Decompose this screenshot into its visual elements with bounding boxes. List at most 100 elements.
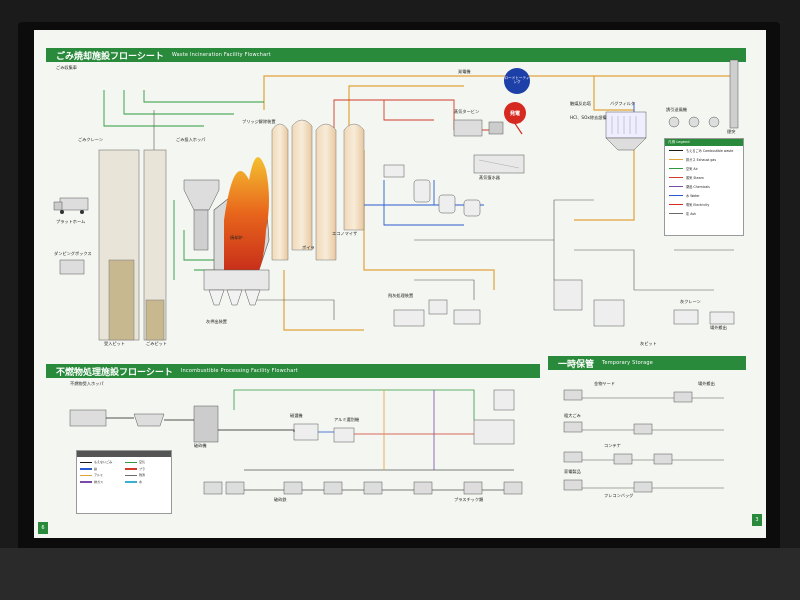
legend2-label: もえないごみ: [94, 460, 113, 465]
legend2-label: 空気: [139, 460, 146, 465]
legend2-label: アルミ: [94, 473, 103, 478]
legend-label: 水 Water: [686, 194, 700, 198]
incombustible-title-bar: 不燃物処理施設フローシート Incombustible Processing F…: [46, 364, 540, 378]
label-hopper: ごみ投入ホッパ: [176, 137, 206, 142]
legend-swatch: [669, 176, 683, 179]
steam-condenser: [473, 154, 525, 174]
label-temp-metal: 金物ヤード: [594, 381, 615, 386]
boiler-tubes: [271, 119, 365, 261]
legend2-label: 水: [139, 480, 143, 485]
label-waste-truck: ごみ収集車: [56, 65, 77, 70]
legend2-row: 残渣: [125, 472, 168, 479]
air-lines: [103, 90, 264, 280]
label-turbine: 蒸気タービン: [454, 109, 480, 114]
page-number-right: 3: [752, 514, 762, 526]
label-aluminium: アルミ選別機: [334, 417, 360, 422]
legend-incombustible: もえないごみ 空気鉄 プラアルミ 残渣排ガス 水: [76, 450, 172, 514]
legend2-swatch: [125, 468, 137, 470]
legend-incineration: 凡例 Legend もえるごみ Combustible waste 排ガス Exh…: [664, 138, 744, 236]
label-boiler: ボイラ: [302, 245, 315, 250]
label-platform: プラットホーム: [56, 219, 86, 224]
incombustible-title: 不燃物処理施設フローシート: [56, 367, 173, 378]
road-heating-badge: ロードヒーティング: [504, 68, 530, 94]
induced-fans: [668, 116, 720, 128]
bottom-bezel: [0, 548, 800, 600]
label-temp-appliance: 家電製品: [564, 469, 581, 474]
steam-turbine: [453, 111, 523, 137]
label-catalyst: 触媒反応塔: [570, 101, 591, 106]
legend-swatch: [669, 194, 683, 197]
legend-row: 排ガス Exhaust gas: [665, 155, 743, 164]
label-temp-bulk: 粗大ごみ: [564, 413, 581, 418]
chimney-stack: [729, 59, 739, 129]
waste-pit: [98, 149, 167, 341]
legend-row: 薬品 Chemicals: [665, 182, 743, 191]
incineration-title-bar: ごみ焼却施設フローシート Waste Incineration Facility…: [46, 48, 746, 62]
legend-swatch: [669, 203, 683, 206]
legend2-row: 排ガス: [80, 479, 123, 486]
label-offsite: 場外搬出: [698, 381, 715, 386]
legend-swatch: [669, 212, 683, 215]
label-plastic: プラスチック類: [454, 497, 484, 502]
incombustible-lines: [106, 389, 514, 491]
legend-label: 空気 Air: [686, 167, 698, 171]
garbage-truck-icon: [53, 197, 89, 275]
legend2-swatch: [125, 461, 137, 463]
label-incombustible-intake: 不燃物受入ホッパ: [70, 381, 104, 386]
label-ash-crane: 灰クレーン: [680, 299, 701, 304]
legend-swatch: [669, 185, 683, 188]
label-crusher: 破砕機: [194, 443, 207, 448]
legend2-label: 排ガス: [94, 480, 104, 485]
legend-label: 灰 Ash: [686, 212, 697, 216]
legend2-row: もえないごみ: [80, 459, 123, 466]
label-bridge-breaker: ブリッジ解除装置: [242, 119, 276, 124]
legend2-swatch: [125, 474, 137, 477]
legend2-row: 鉄: [80, 466, 123, 473]
legend-label: もえるごみ Combustible waste: [686, 149, 734, 153]
legend2-row: 空気: [125, 459, 168, 466]
legend-swatch: [669, 158, 683, 161]
legend2-swatch: [80, 461, 92, 463]
flowchart-board: ごみ焼却施設フローシート Waste Incineration Facility…: [34, 30, 766, 538]
incombustible-title-en: Incombustible Processing Facility Flowch…: [180, 368, 298, 374]
legend2-row: アルミ: [80, 472, 123, 479]
label-iron-out: 破砕鉄: [274, 497, 287, 502]
label-fly-ash: 飛灰処理装置: [388, 293, 414, 298]
temporary-title: 一時保管: [558, 359, 595, 370]
legend-row: もえるごみ Combustible waste: [665, 146, 743, 155]
label-crane: ごみクレーン: [78, 137, 103, 142]
ash-handling: [393, 279, 735, 327]
label-temp-freon: フレコンバッグ: [604, 493, 634, 498]
legend2-label: プラ: [139, 466, 146, 471]
label-dumping-box: ダンピングボックス: [54, 251, 92, 256]
label-hcl-reactor: HCl、SOx除去設備: [570, 115, 607, 120]
legend-label: 薬品 Chemicals: [686, 185, 710, 189]
legend2-swatch: [80, 474, 92, 477]
power-generation-badge: 発電: [504, 102, 526, 124]
bag-filter: [605, 111, 647, 151]
label-ash-pit: 灰ピット: [640, 341, 657, 346]
legend-title: 凡例 Legend: [665, 139, 743, 146]
waste-hopper: [183, 179, 220, 251]
label-condenser: 蒸気復水器: [479, 175, 500, 180]
legend-row: 水 Water: [665, 191, 743, 200]
temporary-title-bar: 一時保管 Temporary Storage: [548, 356, 746, 370]
temporary-title-en: Temporary Storage: [602, 360, 654, 366]
legend2-swatch: [125, 481, 137, 483]
process-diagram: [53, 59, 739, 495]
temporary-storage-rows: [563, 389, 724, 493]
incombustible-process: [69, 389, 515, 445]
label-stack: 煙突: [727, 129, 736, 134]
water-tanks: [383, 164, 481, 217]
legend2-swatch: [80, 468, 92, 470]
label-bag-filter: バグフィルタ: [610, 101, 636, 106]
legend2-row: 水: [125, 479, 168, 486]
legend-row: 空気 Air: [665, 164, 743, 173]
label-induced-fan: 誘引送風機: [666, 107, 687, 112]
label-generator: 発電機: [458, 69, 471, 74]
incineration-title-en: Waste Incineration Facility Flowchart: [171, 52, 271, 58]
label-receiving-pit: 受入ピット: [104, 341, 125, 346]
label-economizer: エコノマイザ: [332, 231, 358, 236]
label-bunker: ごみピット: [146, 341, 167, 346]
incombustible-containers: [203, 481, 523, 495]
